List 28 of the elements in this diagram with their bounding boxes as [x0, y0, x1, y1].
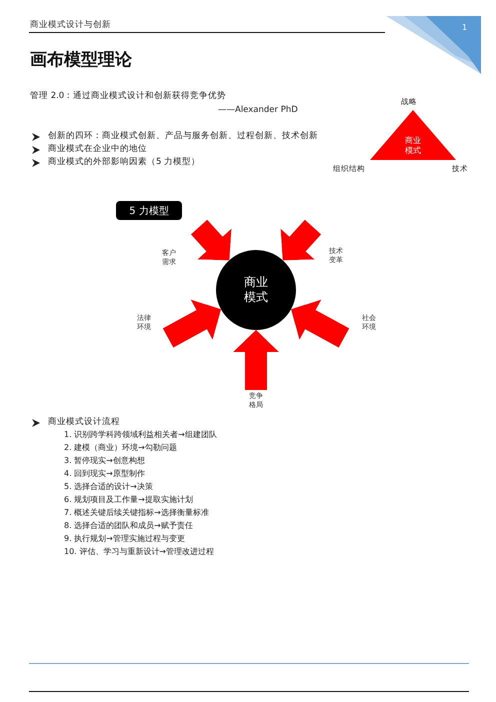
step-text: 2. 建模（商业）环境→勾勒问题: [64, 443, 177, 453]
step-text: 8. 选择合适的团队和成员→赋予责任: [64, 521, 193, 531]
block-arrow: [291, 300, 350, 348]
heading-tag: [116, 201, 182, 220]
step-text: 6. 规划项目及工作量→提取实施计划: [64, 495, 193, 505]
subtitle-text: 管理 2.0：通过商业模式设计和创新获得竞争优势: [30, 91, 226, 102]
node-label: 商业模式: [243, 275, 269, 305]
bullet-text: 商业模式的外部影响因素（5 力模型）: [48, 157, 200, 168]
step-text: 10. 评估、学习与重新设计→管理改进过程: [64, 547, 214, 557]
step-text: 7. 概述关键后续关键指标→选择衡量标准: [64, 508, 209, 518]
bullet-text: 商业模式设计流程: [48, 417, 120, 428]
step-text: 5. 选择合适的设计→决策: [64, 482, 153, 492]
node-label: 商业模式: [404, 136, 422, 156]
step-text: 9. 执行规划→管理实施过程与变更: [64, 534, 185, 544]
block-arrow: [190, 220, 232, 260]
attribution-text: ——Alexander PhD: [218, 105, 298, 116]
block-arrow: [162, 300, 221, 348]
step-text: 3. 暂停现实→创意构想: [64, 456, 145, 466]
step-text: 4. 回到现实→原型制作: [64, 469, 145, 479]
bullet-text: 创新的四环：商业模式创新、产品与服务创新、过程创新、技术创新: [48, 131, 318, 142]
block-arrow: [280, 220, 322, 260]
page-number: 1: [462, 23, 468, 33]
block-arrow: [233, 330, 279, 390]
step-text: 1. 识别跨学科跨领域利益相关者→组建团队: [64, 430, 217, 440]
bullet-text: 商业模式在企业中的地位: [48, 144, 147, 154]
running-header: 商业模式设计与创新: [30, 20, 111, 30]
tag-label: 5 力模型: [129, 204, 169, 218]
page-title: 画布模型理论: [30, 50, 132, 70]
